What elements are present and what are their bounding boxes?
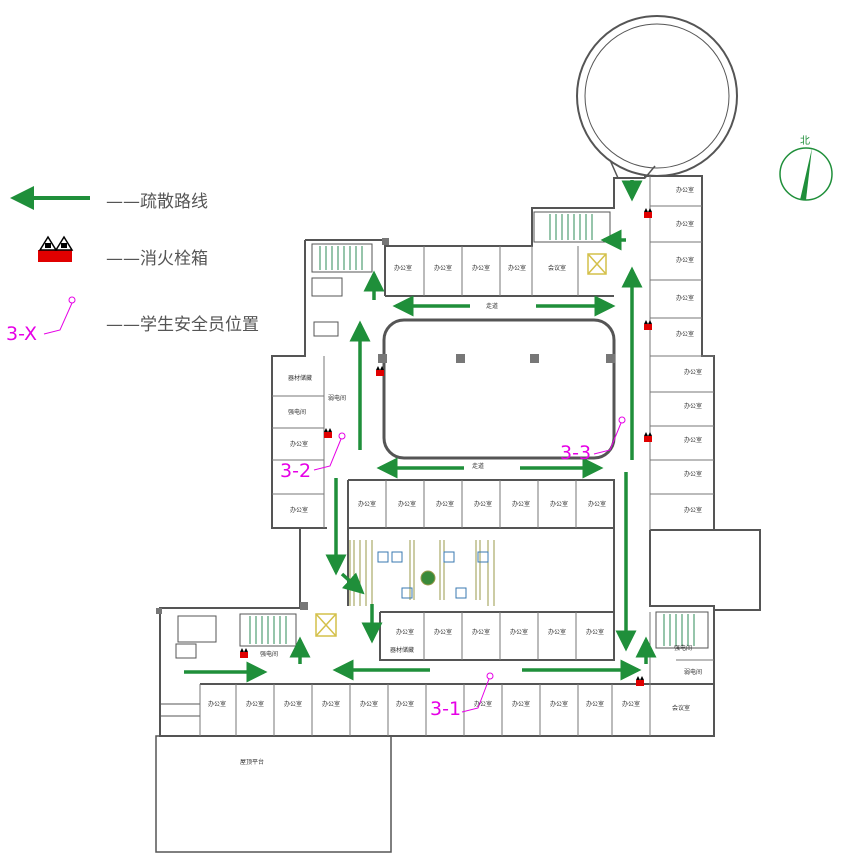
office-label: 办公室 [246,700,264,708]
office-label: 办公室 [472,264,490,272]
office-label: 办公室 [434,264,452,272]
office-label: 办公室 [512,700,530,708]
office-label: 办公室 [436,500,454,508]
safety-officer-marker-3-1: 3-1 [430,698,462,720]
office-label: 办公室 [548,628,566,636]
storage-label: 器材储藏 [390,646,414,654]
office-label: 办公室 [322,700,340,708]
office-label: 办公室 [508,264,526,272]
weak-power-room-label: 弱电间 [328,394,346,402]
north-compass-icon: 北 [779,135,833,201]
office-label: 办公室 [676,220,694,228]
office-label: 办公室 [684,368,702,376]
meeting-room-label: 会议室 [548,264,566,272]
fire-hydrant-box-icon [644,208,652,218]
office-label: 办公室 [396,700,414,708]
storage-label: 器材储藏 [288,374,312,382]
atrium-planters [349,540,495,606]
office-label: 办公室 [360,700,378,708]
legend [10,186,90,335]
safety-officer-legend-label: ——学生安全员位置 [106,315,259,335]
round-tower [576,15,738,179]
office-label: 办公室 [434,628,452,636]
office-label: 办公室 [684,506,702,514]
office-label: 办公室 [684,402,702,410]
office-label: 办公室 [358,500,376,508]
fire-hydrant-boxes [240,208,652,686]
weak-power-room-label: 弱电间 [684,668,702,676]
columns [156,238,615,614]
office-label: 办公室 [512,500,530,508]
elevators [315,253,607,637]
evacuation-arrow-icon [340,572,365,595]
office-label: 办公室 [284,700,302,708]
office-label: 办公室 [398,500,416,508]
building-walls [155,175,761,853]
roof-platform-label: 屋顶平台 [240,758,264,766]
office-label: 办公室 [290,440,308,448]
fire-hydrant-box-icon [636,676,644,686]
north-label: 北 [800,135,810,147]
room-labels: 办公室 办公室 办公室 办公室 会议室 走道 走道 办公室 办公室 办公室 办公… [208,186,702,766]
safety-officer-marker-3-2: 3-2 [280,460,312,482]
office-label: 办公室 [586,700,604,708]
office-label: 办公室 [474,700,492,708]
power-room-label: 强电间 [288,408,306,416]
fire-hydrant-box-icon [38,235,74,262]
toilets [175,277,343,659]
office-label: 办公室 [622,700,640,708]
fire-hydrant-box-icon [644,432,652,442]
office-label: 办公室 [586,628,604,636]
corridor-label: 走道 [486,302,498,310]
office-label: 办公室 [684,436,702,444]
meeting-room-label: 会议室 [672,704,690,712]
power-room-label: 强电间 [260,650,278,658]
office-label: 办公室 [676,256,694,264]
power-room-label: 强电间 [674,644,692,652]
fire-hydrant-box-icon [324,428,332,438]
evacuation-arrows [184,180,657,683]
office-label: 办公室 [510,628,528,636]
stairs [239,211,709,649]
office-label: 办公室 [208,700,226,708]
fire-hydrant-box-icon [644,320,652,330]
office-label: 办公室 [550,500,568,508]
evacuation-route-legend-label: ——疏散路线 [106,192,208,212]
office-label: 办公室 [676,186,694,194]
corridor-label: 走道 [472,462,484,470]
office-label: 办公室 [396,628,414,636]
fire-hydrant-box-icon [240,648,248,658]
office-label: 办公室 [394,264,412,272]
office-label: 办公室 [550,700,568,708]
room-cells [199,176,714,736]
office-label: 办公室 [676,330,694,338]
marker-leaders [313,416,626,713]
safety-officer-marker-3-3: 3-3 [560,442,592,464]
office-label: 办公室 [588,500,606,508]
office-label: 办公室 [290,506,308,514]
office-label: 办公室 [472,628,490,636]
safety-officer-marker-icon [43,296,76,335]
fire-hydrant-box-icon [376,366,384,376]
fire-hydrant-box-legend-label: ——消火栓箱 [106,249,208,269]
marker-example-label: 3-X [6,323,38,345]
office-label: 办公室 [676,294,694,302]
office-label: 办公室 [474,500,492,508]
office-label: 办公室 [684,470,702,478]
